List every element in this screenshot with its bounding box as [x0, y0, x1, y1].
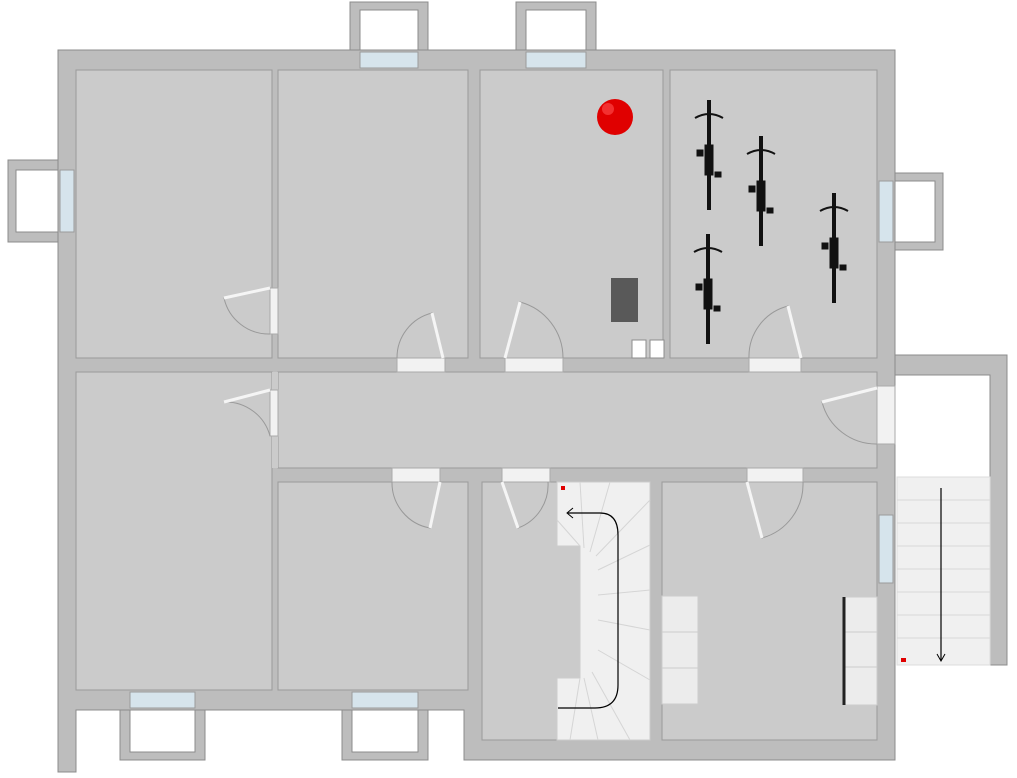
cabinet-right[interactable]: [843, 596, 878, 706]
window-glass: [59, 51, 894, 709]
marker: [901, 658, 906, 662]
room-top-2: [277, 69, 469, 359]
glass: [878, 514, 894, 584]
ball-highlight: [602, 103, 614, 115]
interior-stair-treads: [556, 481, 651, 741]
door[interactable]: [396, 312, 444, 359]
door[interactable]: [223, 287, 271, 335]
arrow-head-icon: [936, 653, 946, 663]
bicycle-icon[interactable]: [819, 193, 849, 303]
door[interactable]: [748, 305, 802, 359]
cabinet-left[interactable]: [661, 595, 699, 705]
marker: [561, 486, 565, 490]
door[interactable]: [821, 387, 878, 445]
bicycle-icon[interactable]: [746, 136, 776, 246]
bicycle-icon[interactable]: [693, 234, 723, 344]
shaft-1: [631, 339, 647, 359]
glass: [359, 51, 419, 69]
door-openings: [269, 287, 896, 483]
room-bottom-left: [75, 371, 273, 691]
glass: [59, 169, 75, 233]
door[interactable]: [504, 301, 564, 359]
door[interactable]: [501, 481, 549, 529]
room-top-left: [75, 69, 273, 359]
interior-stair-arrow: [558, 512, 619, 709]
glass: [129, 691, 196, 709]
exterior-stair-treads: [897, 499, 990, 639]
interior-stairs: [556, 481, 651, 741]
doors[interactable]: [223, 287, 878, 539]
red-ball[interactable]: [597, 99, 633, 135]
door[interactable]: [391, 481, 441, 529]
bicycles[interactable]: [693, 100, 849, 344]
bicycle-icon[interactable]: [694, 100, 724, 210]
dark-box[interactable]: [611, 278, 638, 322]
door[interactable]: [746, 481, 804, 539]
shaft-2: [649, 339, 665, 359]
room-bottom-2: [277, 481, 469, 691]
glass: [525, 51, 587, 69]
arrow-head-icon: [566, 507, 574, 519]
glass: [351, 691, 419, 709]
room-bike-storage: [669, 69, 878, 359]
corridor: [277, 371, 878, 469]
door-leaves: [223, 286, 878, 539]
exterior-stairs: [896, 476, 991, 666]
glass: [878, 180, 894, 243]
